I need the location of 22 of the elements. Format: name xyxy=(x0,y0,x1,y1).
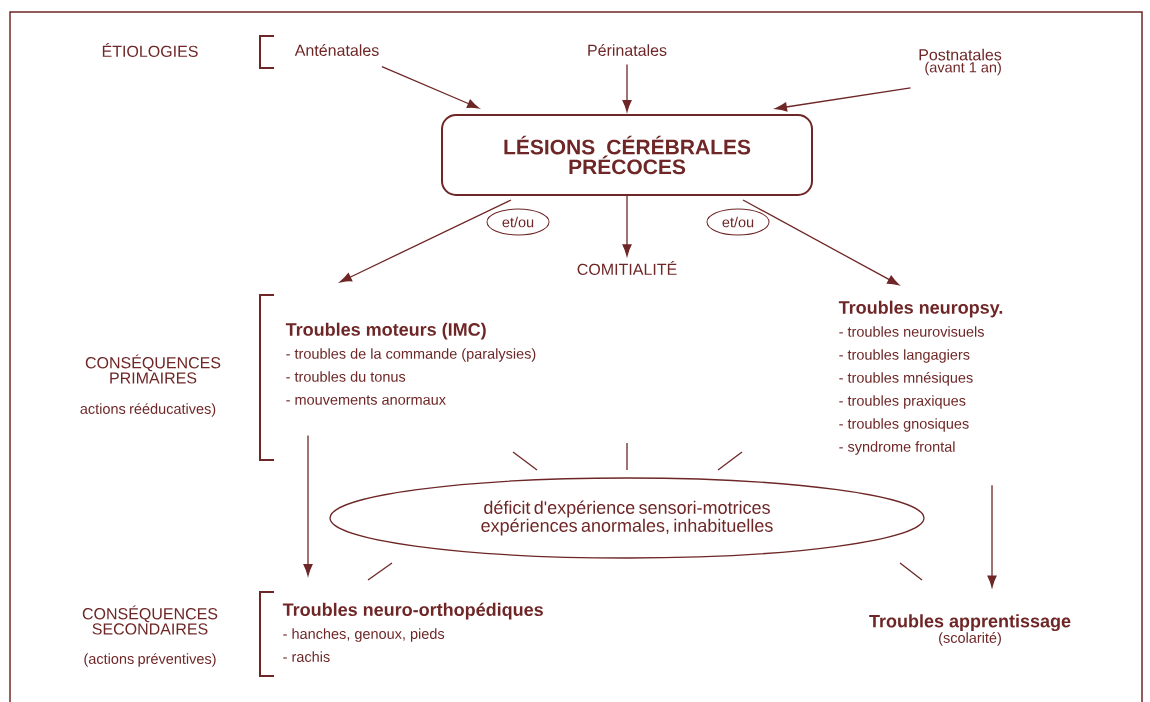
arrow xyxy=(381,65,480,109)
outcome-list: Troubles moteurs (IMC) - troubles de la commande (paralysies) - troubles du tonus - mouvements anormaux xyxy=(285,322,536,405)
section-note: (actions préventives) xyxy=(84,653,216,667)
cause-text: Postnatales (avant 1 an) xyxy=(919,48,1002,76)
arrow xyxy=(339,199,512,283)
cause-text: Anténatales xyxy=(294,44,379,56)
outcome-list: Troubles neuropsy. - troubles neurovisuels - troubles langagiers - troubles mnésiques - troubles praxiques - troubles gnosiques - syndrome frontal xyxy=(838,300,1003,455)
arrow xyxy=(987,484,997,588)
section-label: ÉTIOLOGIES xyxy=(102,43,198,57)
section-label: CONSÉQUENCES SECONDAIRES xyxy=(82,605,218,635)
arrow xyxy=(742,199,900,286)
arrow xyxy=(622,195,632,257)
outcome-text: COMITIALITÉ xyxy=(577,261,677,275)
process-box: LÉSIONS CÉRÉBRALES PRÉCOCES xyxy=(441,114,813,196)
arrow xyxy=(775,87,912,112)
section-note: actions rééducatives) xyxy=(80,403,216,417)
outcome-text: Troubles apprentissage (scolarité) xyxy=(869,614,1071,646)
section-label: CONSÉQUENCES PRIMAIRES xyxy=(85,354,221,384)
cause-text: Périnatales xyxy=(588,44,667,56)
outcome-list: Troubles neuro-orthopédiques - hanches, genoux, pieds - rachis xyxy=(282,602,543,662)
arrow xyxy=(622,63,632,112)
arrow xyxy=(303,434,313,576)
